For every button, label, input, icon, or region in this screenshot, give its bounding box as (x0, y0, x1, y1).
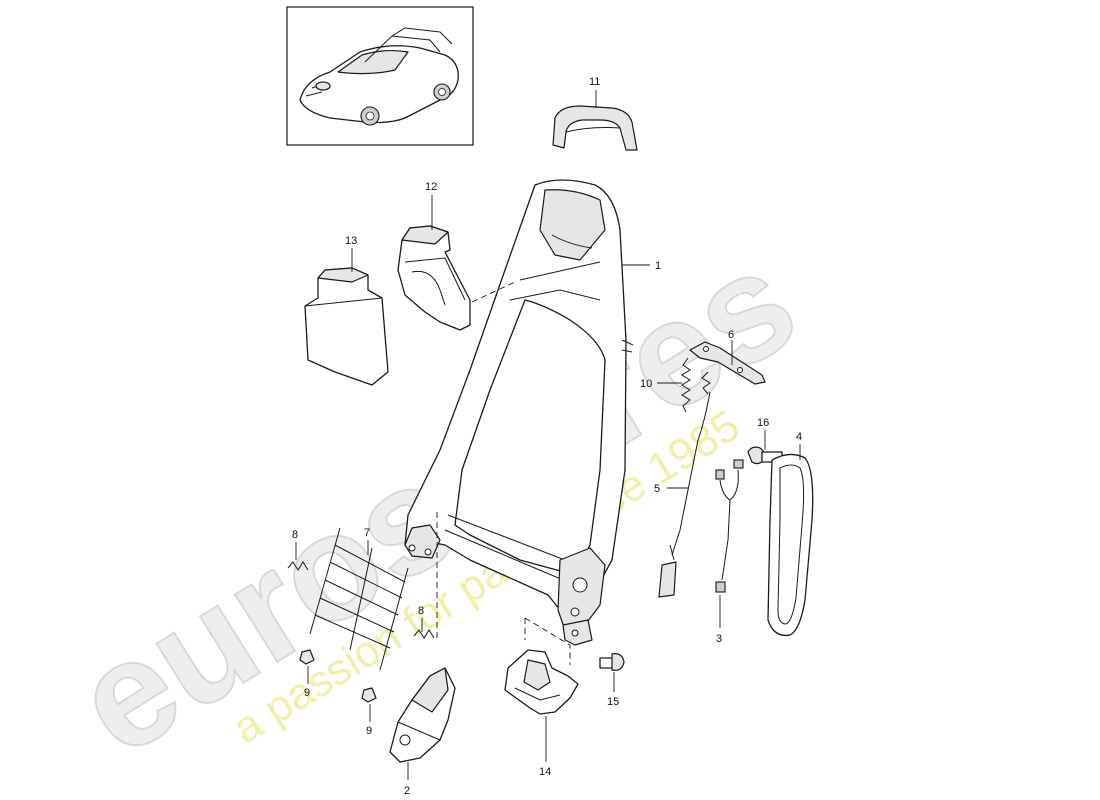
callout-6: 6 (728, 329, 734, 341)
callout-8-lower: 8 (418, 605, 424, 617)
callout-2: 2 (404, 785, 410, 797)
callout-12: 12 (425, 181, 437, 193)
callout-5: 5 (654, 483, 660, 495)
part-7-lumbar-mesh (309, 527, 409, 671)
part-8-spring-clip (287, 561, 435, 639)
part-11-headrest-trim (552, 105, 638, 151)
callout-11: 11 (589, 76, 600, 88)
part-2-adjustment-motor (389, 667, 456, 763)
callout-15: 15 (607, 696, 619, 708)
part-12-side-cover (397, 225, 471, 331)
part-10-tension-spring (681, 357, 711, 413)
callout-8-upper: 8 (292, 529, 298, 541)
callout-13: 13 (345, 235, 357, 247)
callout-labels: 11 1 12 13 6 10 5 16 4 3 8 7 8 9 9 2 14 … (292, 76, 802, 797)
callout-9-upper: 9 (304, 687, 310, 699)
part-5-cable (658, 391, 711, 598)
callout-16: 16 (757, 417, 769, 429)
callout-10: 10 (640, 378, 652, 390)
callout-4: 4 (796, 431, 802, 443)
callout-9-lower: 9 (366, 725, 372, 737)
part-14-recliner-mechanism (504, 649, 579, 715)
callout-14: 14 (539, 766, 551, 778)
part-4-trim-frame (767, 453, 814, 637)
car-illustration (299, 27, 459, 126)
callout-3: 3 (716, 633, 722, 645)
assembly-lines (436, 281, 571, 665)
vehicle-thumbnail (286, 6, 474, 146)
callout-1: 1 (655, 260, 661, 272)
part-13-side-cover (304, 267, 389, 386)
part-3-wiring-harness (715, 459, 744, 593)
part-6-bracket (689, 341, 766, 385)
part-1-backrest-frame (404, 179, 634, 646)
leader-lines (295, 90, 801, 780)
callout-7: 7 (364, 527, 370, 539)
part-9-clip (299, 649, 377, 703)
part-15-bolt (599, 653, 625, 671)
